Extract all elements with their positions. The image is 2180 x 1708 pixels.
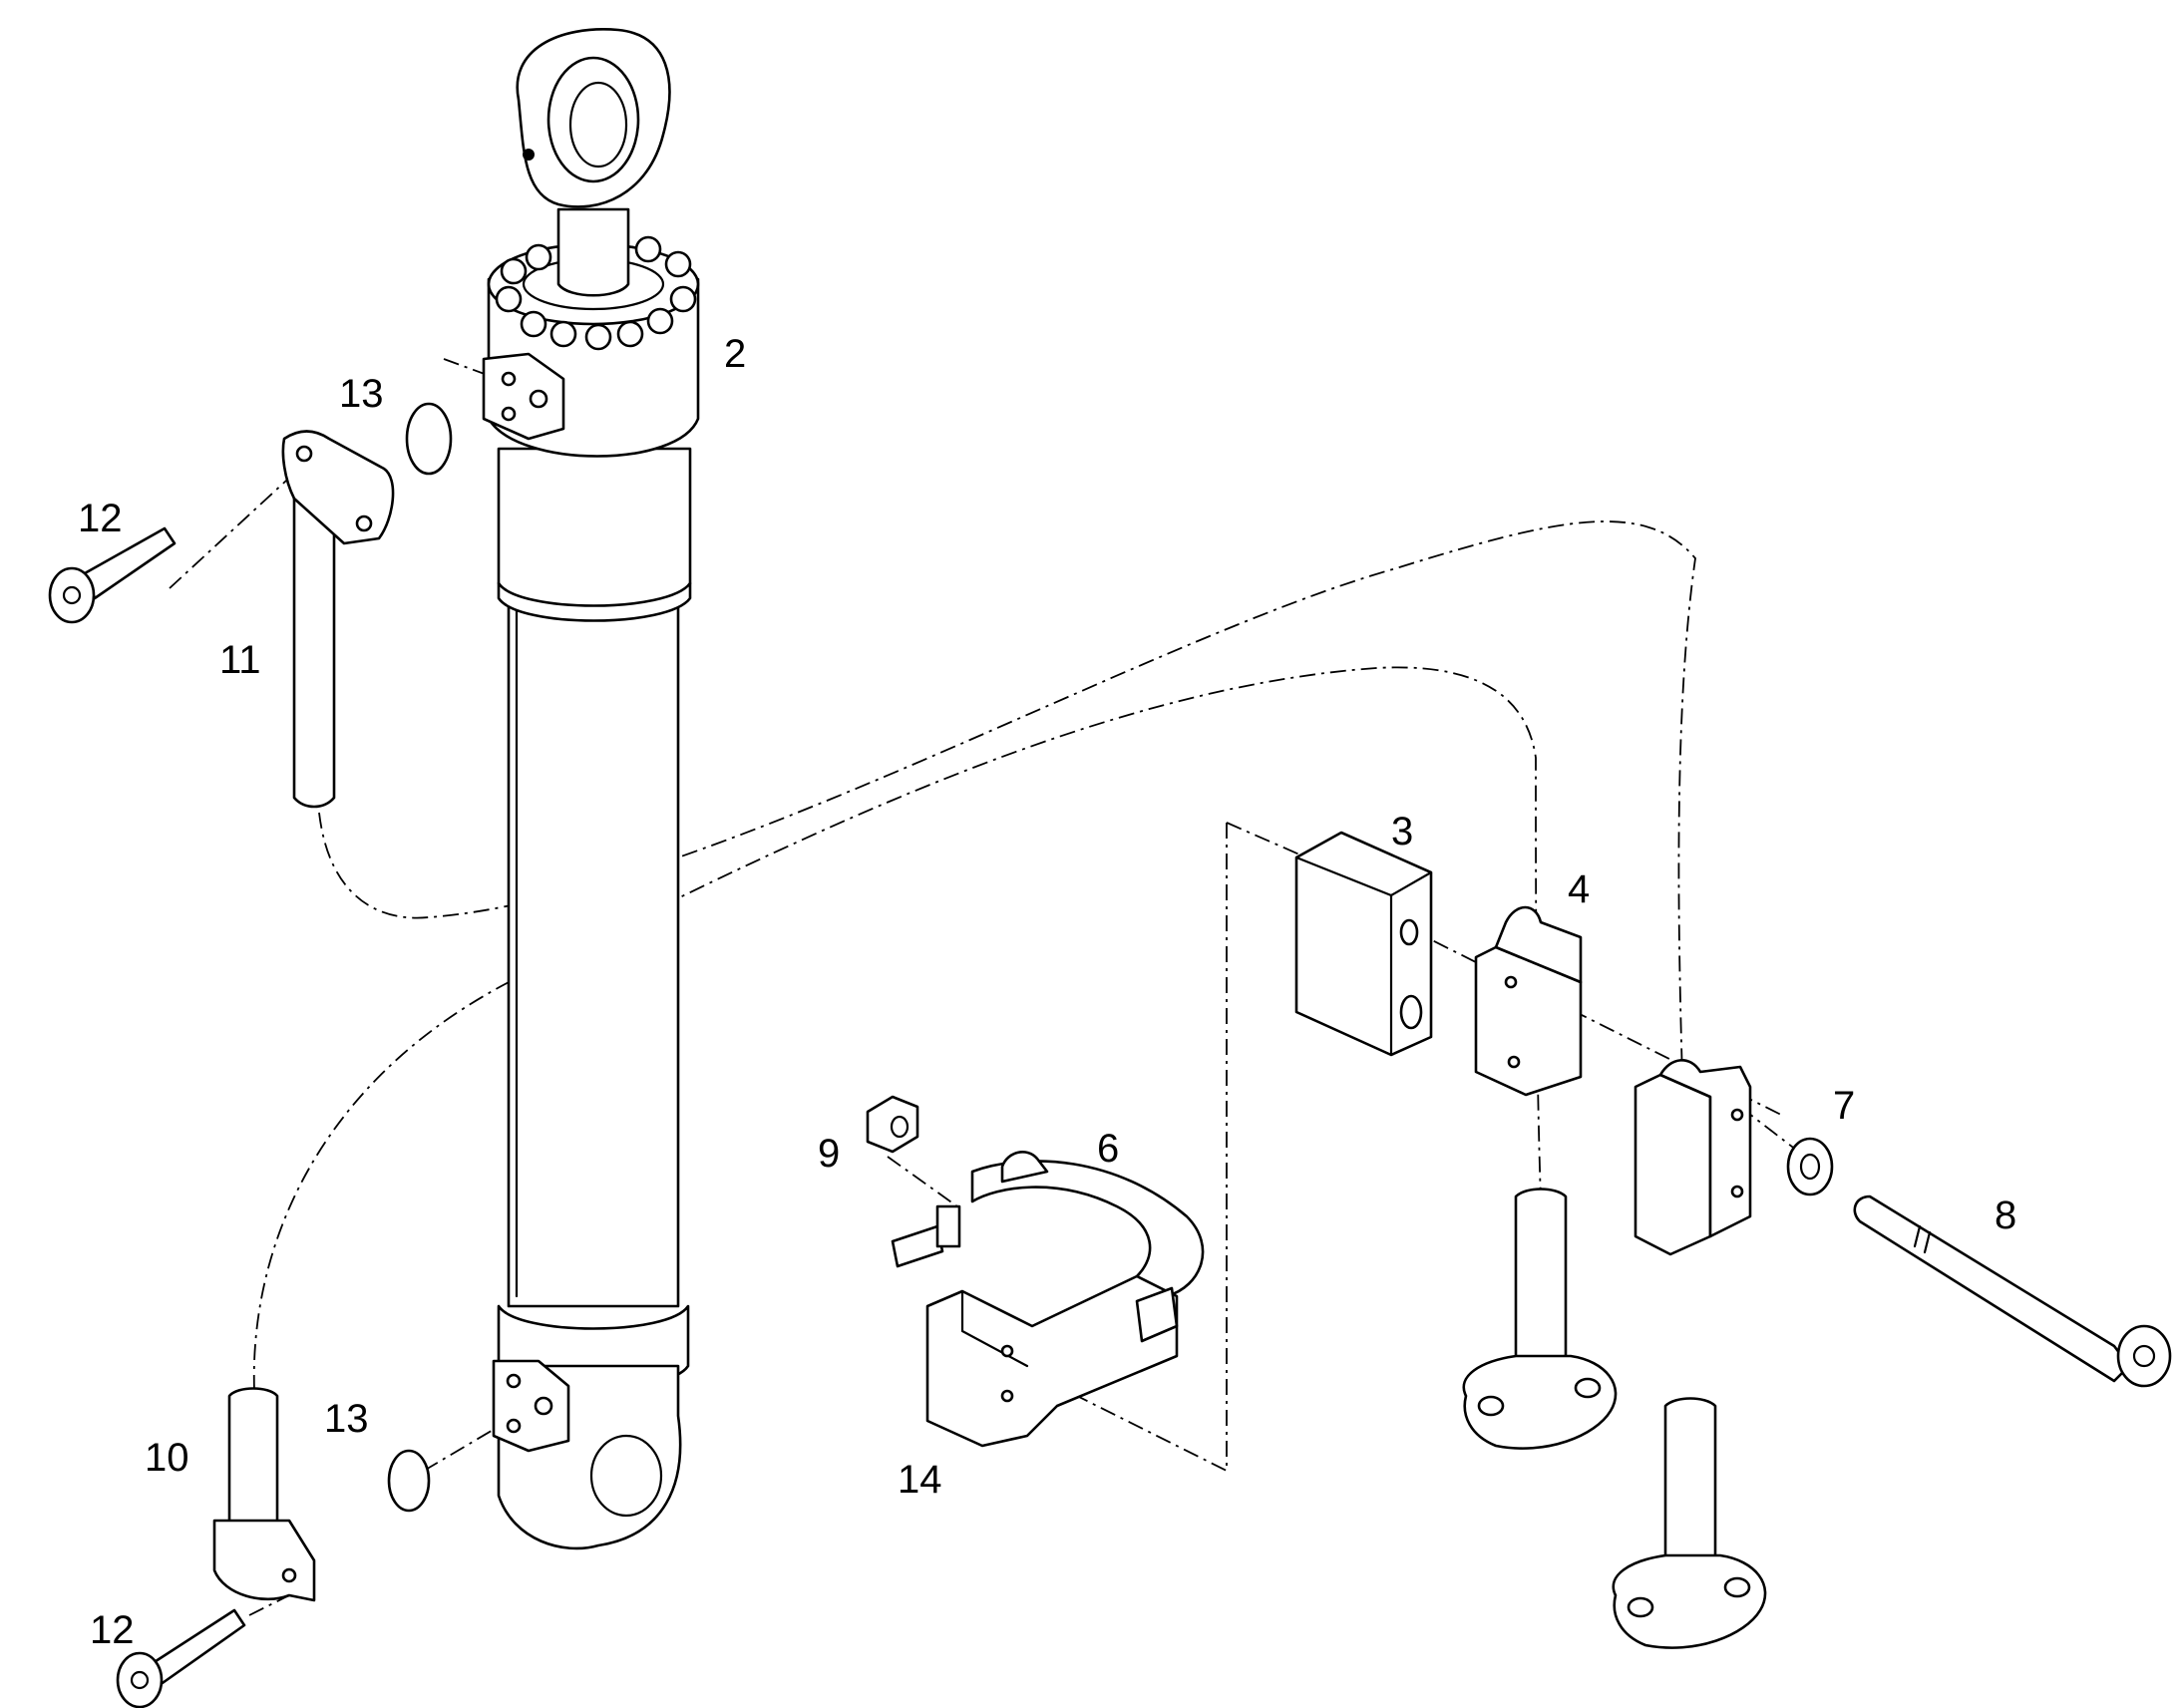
o-ring-top-13 [405,402,453,476]
bracket-14 [925,1274,1179,1448]
clamp-half-4 [1474,905,1583,1097]
callout-2: 2 [724,332,746,376]
callout-3: 3 [1391,810,1413,854]
callout-7: 7 [1833,1084,1855,1128]
fitting-pipe-right [1612,1397,1767,1649]
callout-13-top: 13 [339,372,384,416]
bolt-top-12 [48,526,177,624]
bolt-bottom-12 [116,1608,246,1708]
clamp-half-second [1634,1059,1752,1256]
callout-12-top: 12 [78,497,123,540]
fitting-pipe-left [1462,1188,1618,1450]
washer-7 [1786,1137,1834,1196]
callout-10: 10 [145,1436,189,1480]
head-bolts [495,235,697,351]
pipe-upper-11 [281,430,395,809]
callout-9: 9 [818,1132,840,1176]
callout-13-bottom: 13 [324,1397,369,1441]
nut-9 [866,1095,919,1154]
pipe-lower-10 [212,1387,316,1602]
o-ring-bottom-13 [387,1449,431,1513]
callout-14: 14 [898,1458,942,1502]
callout-8: 8 [1995,1194,2016,1237]
block-3 [1294,831,1433,1057]
band-clamp-6 [891,1151,1205,1298]
long-bolt-8 [1853,1195,2172,1388]
callout-4: 4 [1568,867,1590,911]
callout-11: 11 [219,638,261,682]
callout-labels: 2 3 4 6 7 8 9 10 11 12 12 13 13 14 [78,332,2016,1652]
hydraulic-cylinder [482,28,700,1550]
callout-6: 6 [1097,1127,1119,1171]
callout-12-bottom: 12 [90,1608,135,1652]
